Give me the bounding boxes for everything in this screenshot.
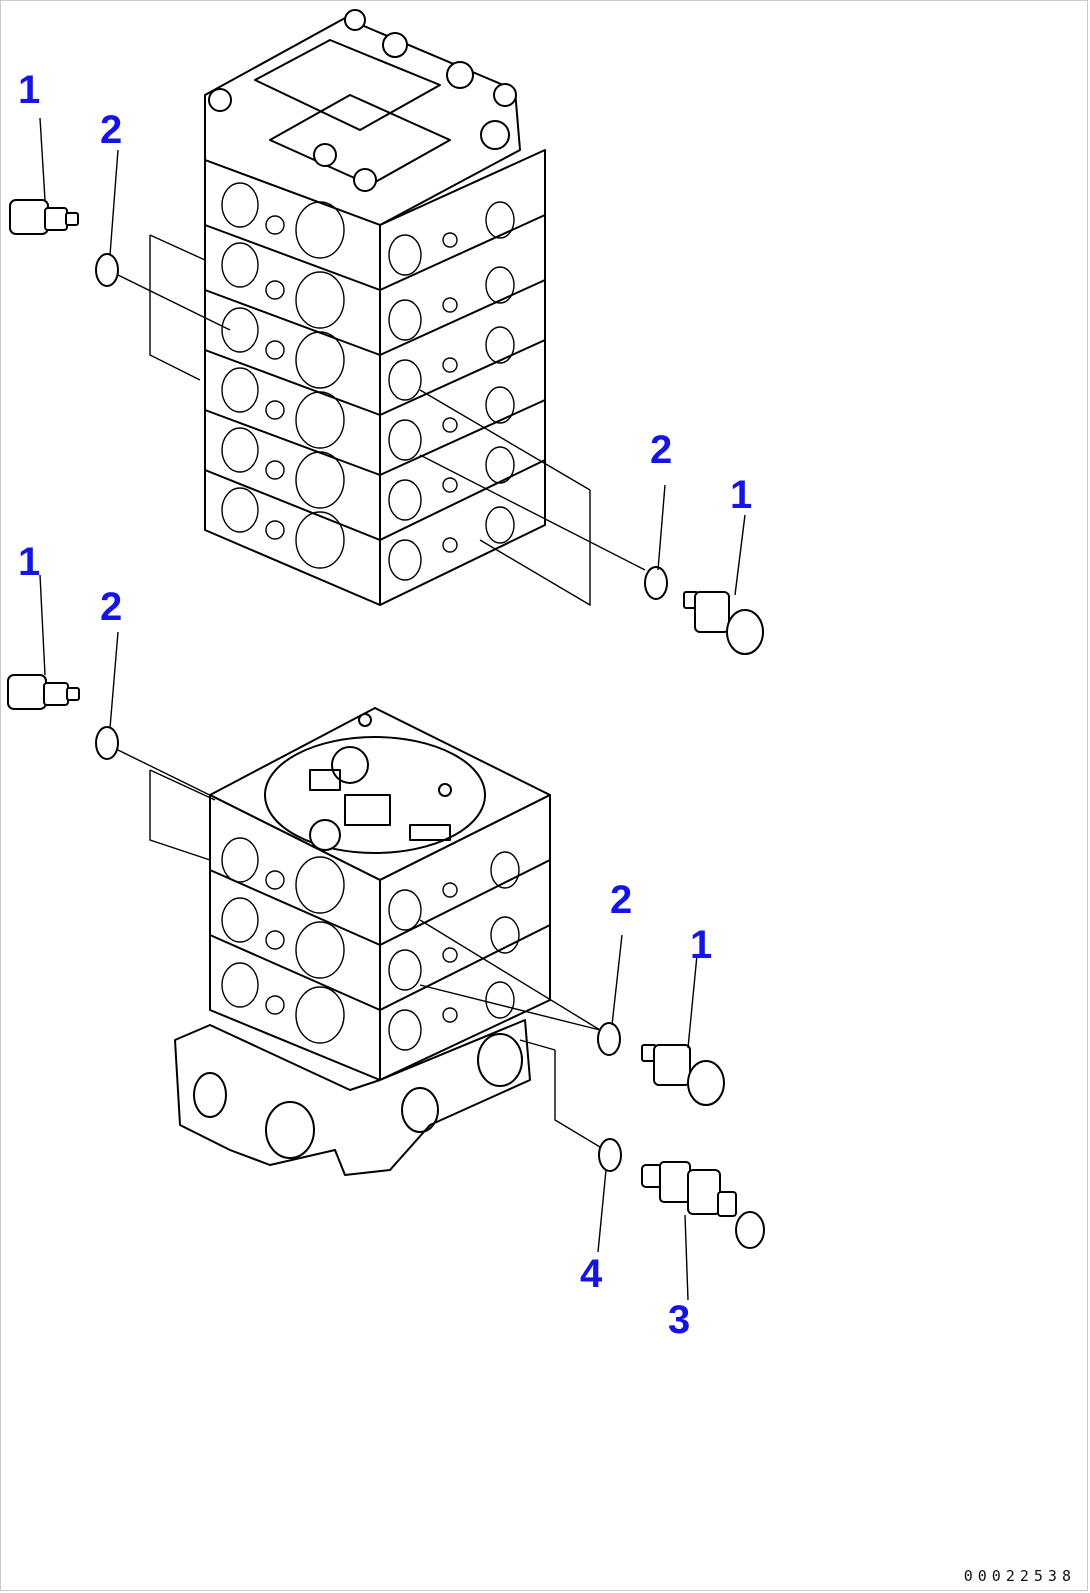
relief-valve-part-upper-left (9, 199, 79, 235)
callout-item-4[interactable]: 4 (580, 1252, 603, 1296)
callout-item-2[interactable]: 2 (100, 585, 123, 629)
relief-valve-part-upper-right (683, 591, 764, 655)
valve-part-3 (641, 1161, 765, 1249)
document-number: 00022538 (963, 1567, 1076, 1585)
upper-control-valve (204, 9, 546, 606)
callout-item-2[interactable]: 2 (650, 428, 673, 472)
relief-valve-part-lower-left (7, 674, 80, 710)
callout-item-3[interactable]: 3 (668, 1298, 691, 1342)
lower-control-valve (174, 707, 551, 1176)
callout-item-1[interactable]: 1 (690, 923, 713, 967)
o-ring-part-upper-left (95, 253, 119, 287)
lower-right-leaders (419, 919, 606, 1151)
lower-left-leaders (117, 749, 231, 861)
callout-item-1[interactable]: 1 (18, 540, 41, 584)
callout-item-1[interactable]: 1 (730, 473, 753, 517)
upper-right-leaders (419, 389, 646, 607)
callout-item-2[interactable]: 2 (100, 108, 123, 152)
upper-left-leaders (117, 234, 231, 381)
o-ring-part-upper-right (644, 566, 668, 600)
o-ring-part-lower-right (597, 1022, 621, 1056)
callout-leaders (39, 117, 746, 1301)
o-ring-part-4 (598, 1138, 622, 1172)
callout-item-1[interactable]: 1 (18, 68, 41, 112)
o-ring-part-lower-left (95, 726, 119, 760)
relief-valve-part-lower-right (641, 1044, 725, 1106)
callout-item-2[interactable]: 2 (610, 878, 633, 922)
